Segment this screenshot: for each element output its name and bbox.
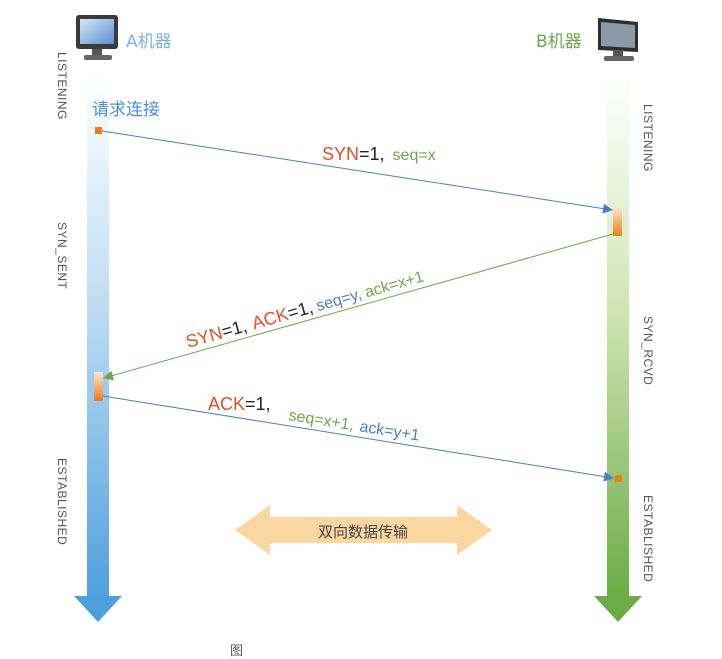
request-connection-label: 请求连接 [92,100,160,120]
a-state-listening: LISTENING [55,52,69,120]
syn-ack-arrow [103,233,614,381]
syn-ack-message-label: SYN=1,ACK=1,seq=y,ack=x+1 [184,266,426,352]
b-state-syn-rcvd: SYN_RCVD [641,316,655,386]
a-state-established: ESTABLISHED [55,458,69,546]
machine-a-label: A机器 [126,32,172,52]
b-syn-rcvd-block [613,207,622,236]
computer-b-icon [598,18,638,61]
a-established-block [94,372,103,401]
syn-arrow [101,130,613,214]
b-state-listening: LISTENING [641,104,655,172]
timeline-b [594,75,642,622]
timeline-a [74,75,122,622]
bidirectional-arrow [235,505,492,555]
b-state-established: ESTABLISHED [641,495,655,583]
computer-a-icon [76,15,118,60]
machine-b-label: B机器 [536,32,582,52]
bidirectional-data-label: 双向数据传输 [318,523,409,541]
b-established-marker [615,475,622,482]
a-state-syn-sent: SYN_SENT [55,222,69,290]
ack-message-label-part1: ACK=1, [208,394,271,414]
syn-message-label: SYN=1,seq=x [322,144,436,164]
figure-caption: 图 [230,644,244,659]
ack-message-label-part2: seq=x+1,ack=y+1 [287,407,420,445]
ack-arrow [102,395,614,482]
a-request-marker [95,127,102,134]
